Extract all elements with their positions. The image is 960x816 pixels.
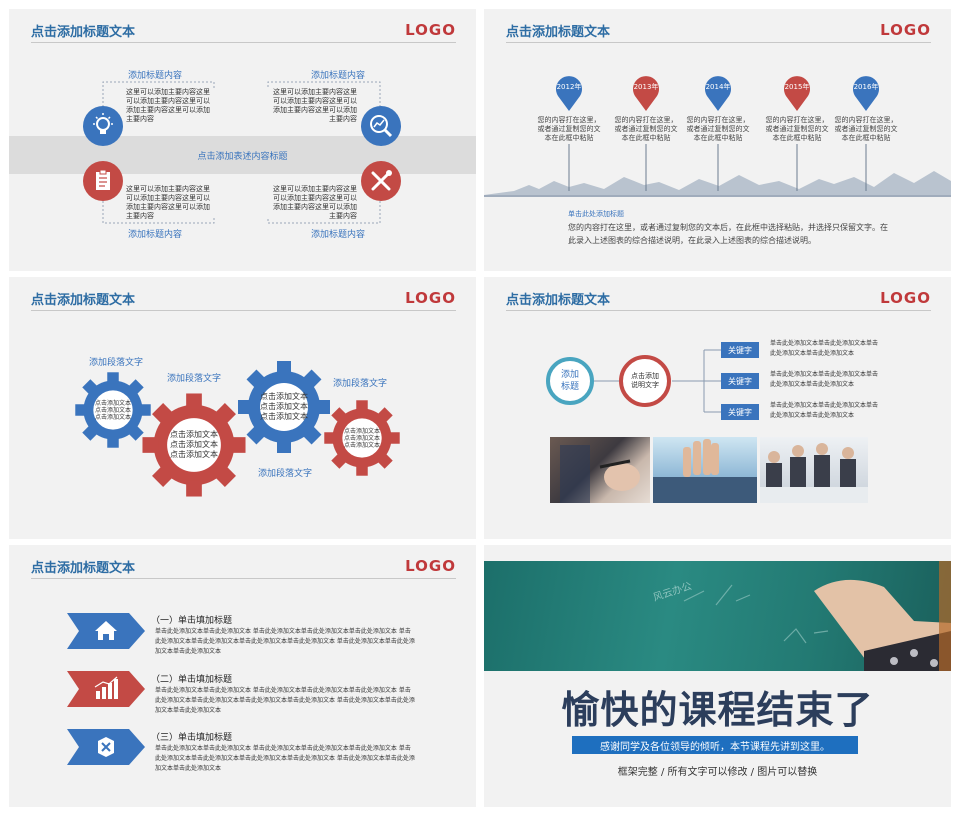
mountain-silhouette [484, 171, 951, 197]
slide-1[interactable]: 点击添加标题文本 LOGO 点击添加表述内容标题 添加标题内容 这里可以添加主要… [9, 9, 476, 271]
year-text: 您的内容打在这里，或者通过复制您的文本在此框中粘贴 [537, 116, 601, 142]
item-text: 这里可以添加主要内容这里可以添加主要内容这里可以添加主要内容这里可以添加主要内容 [273, 185, 357, 220]
logo: LOGO [405, 557, 456, 575]
keyword-text: 单击此处添加文本单击此处添加文本单击此处添加文本单击此处添加文本 [770, 402, 879, 419]
item-text: 这里可以添加主要内容这里可以添加主要内容这里可以添加主要内容这里可以添加主要内容 [126, 185, 210, 220]
slide-title: 点击添加标题文本 [31, 561, 136, 576]
year-text: 您的内容打在这里，或者通过复制您的文本在此框中粘贴 [614, 116, 678, 142]
slide-2[interactable]: 点击添加标题文本 LOGO 2012年 2013年 2014年 2015年 20… [484, 9, 951, 271]
photo-team-hands [653, 437, 757, 503]
connector-lines [102, 81, 381, 224]
timeline-stems [568, 144, 867, 191]
header-divider [31, 310, 456, 311]
year-label: 2013年 [633, 83, 659, 91]
footer-text: 框架完整 / 所有文字可以修改 / 图片可以替换 [617, 767, 818, 778]
logo: LOGO [880, 289, 931, 307]
magnifier-chart-icon [361, 106, 401, 146]
item-text: 单击此处添加文本单击此处添加文本 单击此处添加文本单击此处添加文本单击此处添加文… [155, 628, 415, 655]
keyword-tag: 关键字 [721, 404, 759, 420]
item-text: 这里可以添加主要内容这里可以添加主要内容这里可以添加主要内容这里可以添加主要内容 [273, 88, 357, 123]
header-divider [506, 310, 931, 311]
year-text: 您的内容打在这里，或者通过复制您的文本在此框中粘贴 [686, 116, 750, 142]
tools-icon [361, 161, 401, 201]
description-paragraph: 您的内容打在这里，或者通过复制您的文本后，在此框中选择粘贴，并选择只保留文字。在… [568, 223, 888, 245]
slide-title: 点击添加标题文本 [31, 293, 136, 308]
slide-3[interactable]: 点击添加标题文本 LOGO 点击添 [9, 277, 476, 539]
gear-text: 点击添加文本点击添加文本点击添加文本 [94, 399, 131, 421]
year-pin: 2013年 [631, 74, 661, 112]
year-label: 2014年 [705, 83, 731, 91]
header-divider [506, 42, 931, 43]
item-title: 添加标题内容 [310, 230, 365, 240]
year-label: 2012年 [556, 83, 582, 91]
gears-diagram [75, 361, 400, 497]
slide-6[interactable]: 风云办公 愉快的课程结束了 感谢同学及各位领导的倾听，本节课程先讲到这里。 框架… [484, 545, 951, 807]
item-title: （三）单击填加标题 [151, 733, 233, 743]
year-pin: 2015年 [782, 74, 812, 112]
item-title: 添加标题内容 [310, 71, 365, 81]
year-pin: 2014年 [703, 74, 733, 112]
item-title: 添加标题内容 [128, 230, 183, 240]
paragraph-label: 添加段落文字 [167, 374, 222, 384]
year-label: 2015年 [784, 83, 810, 91]
keyword-text: 单击此处添加文本单击此处添加文本单击此处添加文本单击此处添加文本 [770, 371, 879, 388]
description-circle-text: 点击添加说明文字 [631, 372, 659, 389]
item-title: 添加标题内容 [128, 71, 183, 81]
slide-title: 点击添加标题文本 [506, 293, 611, 308]
sub-title: 单击此处添加标题 [568, 210, 624, 218]
year-text: 您的内容打在这里，或者通过复制您的文本在此框中粘贴 [834, 116, 898, 142]
year-label: 2016年 [853, 83, 879, 91]
wrench-chevron [67, 729, 145, 765]
clipboard-icon [83, 161, 123, 201]
lightbulb-icon [83, 106, 123, 146]
tree-connectors [594, 349, 721, 413]
title-circle-text: 添加标题 [560, 370, 579, 392]
title-circle: 添加标题 [546, 357, 594, 405]
band-title: 点击添加表述内容标题 [197, 152, 288, 162]
photo-business-meeting [760, 437, 868, 503]
item-text: 这里可以添加主要内容这里可以添加主要内容这里可以添加主要内容这里可以添加主要内容 [126, 88, 210, 123]
gear-text: 点击添加文本点击添加文本点击添加文本 [260, 392, 308, 421]
item-text: 单击此处添加文本单击此处添加文本 单击此处添加文本单击此处添加文本单击此处添加文… [155, 745, 415, 772]
paragraph-label: 添加段落文字 [89, 358, 144, 368]
keyword-tag: 关键字 [721, 373, 759, 389]
home-chevron [67, 613, 145, 649]
year-pin: 2012年 [554, 74, 584, 112]
closing-title: 愉快的课程结束了 [561, 688, 874, 732]
slide-5[interactable]: 点击添加标题文本 LOGO （一）单击填加标题 单击此处添加文本单击此处添加文本… [9, 545, 476, 807]
item-text: 单击此处添加文本单击此处添加文本 单击此处添加文本单击此处添加文本单击此处添加文… [155, 687, 415, 714]
year-text: 您的内容打在这里，或者通过复制您的文本在此框中粘贴 [765, 116, 829, 142]
slide-title: 点击添加标题文本 [506, 25, 611, 40]
header-divider [31, 578, 456, 579]
logo: LOGO [880, 21, 931, 39]
item-title: （一）单击填加标题 [151, 616, 233, 626]
header-divider [31, 42, 456, 43]
item-title: （二）单击填加标题 [151, 675, 233, 685]
keyword-text: 单击此处添加文本单击此处添加文本单击此处添加文本单击此处添加文本 [770, 340, 879, 357]
thanks-banner: 感谢同学及各位领导的倾听，本节课程先讲到这里。 [572, 736, 858, 754]
logo: LOGO [405, 21, 456, 39]
photo-pen-hand [550, 437, 650, 503]
logo: LOGO [405, 289, 456, 307]
chalkboard-photo: 风云办公 [484, 561, 951, 671]
paragraph-label: 添加段落文字 [333, 379, 388, 389]
keyword-tag: 关键字 [721, 342, 759, 358]
gear-text: 点击添加文本点击添加文本点击添加文本 [170, 430, 218, 459]
paragraph-label: 添加段落文字 [258, 469, 313, 479]
year-pin: 2016年 [851, 74, 881, 112]
description-circle: 点击添加说明文字 [619, 355, 671, 407]
bar-chart-chevron [67, 671, 145, 707]
slide-4[interactable]: 点击添加标题文本 LOGO 添加标题 点击添加说明文字 关键字 关键字 关键字 … [484, 277, 951, 539]
slide-title: 点击添加标题文本 [31, 25, 136, 40]
gear-text: 点击添加文本点击添加文本点击添加文本 [343, 427, 380, 449]
